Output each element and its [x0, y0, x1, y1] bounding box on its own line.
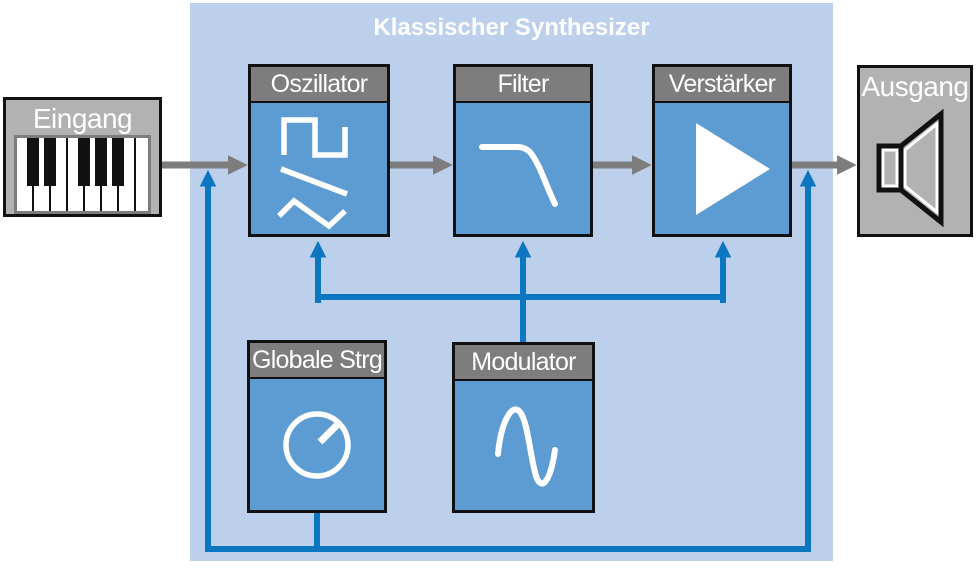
amplifier-triangle-icon [696, 122, 770, 215]
knob-icon [283, 410, 351, 479]
node-modulator: Modulator [452, 342, 595, 513]
speaker-icon [876, 108, 944, 228]
node-amplifier-header: Verstärker [655, 67, 789, 103]
node-filter-header: Filter [456, 67, 590, 103]
node-oscillator-header: Oszillator [251, 67, 387, 103]
node-input: Eingang [3, 97, 162, 217]
node-output-label: Ausgang [861, 71, 969, 102]
node-global-controls: Globale Strg [247, 340, 387, 513]
node-modulator-header: Modulator [455, 345, 592, 381]
node-oscillator-label: Oszillator [270, 69, 368, 98]
node-modulator-label: Modulator [471, 347, 576, 376]
sine-wave-icon [494, 406, 558, 486]
node-oscillator: Oszillator [248, 64, 390, 237]
lowpass-curve-icon [479, 143, 558, 207]
node-global-controls-header: Globale Strg [250, 343, 384, 379]
piano-keyboard-icon [14, 134, 151, 214]
node-amplifier: Verstärker [652, 64, 792, 237]
node-filter-label: Filter [497, 69, 549, 98]
waveform-shapes-icon [277, 116, 348, 230]
node-amplifier-label: Verstärker [668, 69, 776, 98]
node-input-label: Eingang [32, 103, 133, 134]
node-global-controls-label: Globale Strg [252, 345, 383, 374]
node-filter: Filter [453, 64, 593, 237]
node-output: Ausgang [857, 65, 973, 237]
diagram-title: Klassischer Synthesizer [373, 14, 650, 41]
